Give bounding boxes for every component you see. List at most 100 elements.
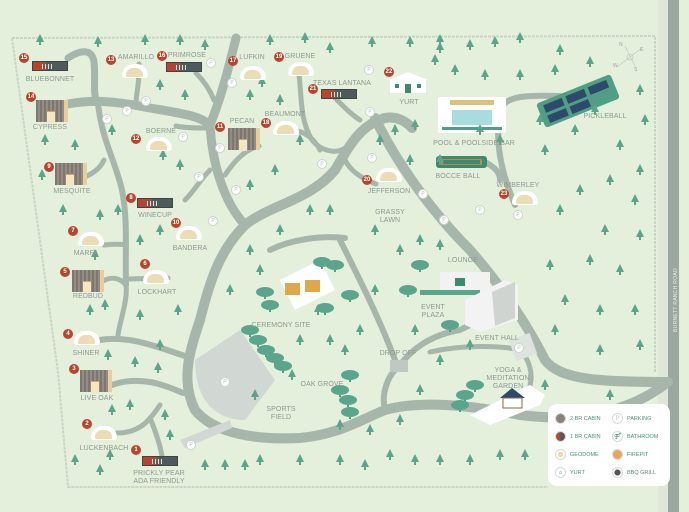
parking-icon[interactable]: P	[364, 65, 374, 75]
one-bedroom-cabin-icon[interactable]	[142, 456, 178, 466]
site-label[interactable]: BOERNE	[145, 128, 177, 135]
site-label[interactable]: BEAUMONT	[264, 111, 306, 118]
parking-icon[interactable]: P	[418, 189, 428, 199]
geodome-icon[interactable]	[288, 62, 314, 76]
parking-icon[interactable]: P	[194, 172, 204, 182]
geodome-icon[interactable]	[78, 232, 104, 246]
pine-tree	[386, 449, 394, 460]
site-label[interactable]: LUCKENBACH	[79, 445, 129, 452]
geodome-icon[interactable]	[143, 270, 169, 284]
two-bedroom-cabin-icon[interactable]	[72, 270, 104, 293]
ceremony-site-label[interactable]: CEREMONY SITE	[251, 322, 311, 329]
parking-icon[interactable]: P	[178, 132, 188, 142]
pine-tree	[104, 349, 112, 360]
one-bedroom-cabin-icon[interactable]	[137, 198, 173, 208]
drop-off-label[interactable]: DROP OFF	[379, 350, 417, 357]
event-hall-label[interactable]: EVENT HALL	[475, 335, 519, 342]
parking-icon[interactable]: P	[215, 143, 225, 153]
site-label[interactable]: GRUENE	[284, 53, 316, 60]
geodome-icon[interactable]	[146, 137, 172, 151]
legend-item: BBQ GRILL	[612, 467, 656, 478]
site-label[interactable]: WIMBERLEY	[496, 182, 540, 189]
parking-icon[interactable]: P	[141, 96, 151, 106]
lounge-label[interactable]: LOUNGE	[447, 257, 479, 264]
geodome-icon[interactable]	[176, 226, 202, 240]
pine-tree	[411, 454, 419, 465]
parking-icon[interactable]: P	[206, 58, 216, 68]
site-label[interactable]: SHINER	[72, 350, 100, 357]
site-badge: 2	[82, 419, 92, 429]
pine-tree	[436, 42, 444, 53]
one-bedroom-cabin-icon[interactable]	[321, 89, 357, 99]
pine-tree	[141, 34, 149, 45]
road	[64, 48, 102, 108]
legend-label: BBQ GRILL	[627, 469, 657, 476]
pine-tree	[176, 34, 184, 45]
oak-tree	[274, 361, 292, 373]
two-bedroom-cabin-icon[interactable]	[80, 370, 112, 393]
parking-icon[interactable]: P	[365, 107, 375, 117]
oak-grove-label[interactable]: OAK GROVE	[300, 381, 344, 388]
pine-tree	[221, 459, 229, 470]
parking-icon[interactable]: P	[514, 343, 524, 353]
pine-tree	[436, 34, 444, 45]
parking-icon[interactable]: P	[317, 159, 327, 169]
pine-tree	[256, 264, 264, 275]
site-label[interactable]: MESQUITE	[53, 188, 91, 195]
parking-icon[interactable]: P	[220, 377, 230, 387]
one-bedroom-cabin-icon[interactable]	[166, 62, 202, 72]
site-label[interactable]: BLUEBONNET	[25, 76, 75, 83]
site-label[interactable]: JEFFERSON	[367, 188, 411, 195]
pine-tree	[276, 224, 284, 235]
parking-icon[interactable]: P	[208, 216, 218, 226]
road	[332, 95, 363, 123]
property-fence	[11, 34, 656, 372]
geodome-icon[interactable]	[376, 168, 402, 182]
pickleball-label[interactable]: PICKLEBALL	[583, 113, 627, 120]
site-label[interactable]: PECAN	[229, 118, 255, 125]
bocce-label[interactable]: BOCCE BALL	[435, 173, 481, 180]
pine-tree	[416, 384, 424, 395]
geodome-icon[interactable]	[273, 121, 299, 135]
parking-icon[interactable]: P	[513, 210, 523, 220]
oak-tree	[341, 407, 359, 419]
geodome-icon[interactable]	[122, 64, 148, 78]
site-label[interactable]: LIVE OAK	[80, 395, 114, 402]
two-bedroom-cabin-icon[interactable]	[36, 100, 68, 123]
two-bedroom-cabin-icon[interactable]	[55, 163, 87, 186]
parking-icon[interactable]: P	[367, 153, 377, 163]
one-bedroom-cabin-icon[interactable]	[32, 61, 68, 71]
site-label[interactable]: LOCKHART	[137, 289, 177, 296]
pine-tree	[251, 389, 259, 400]
bocce-court	[436, 156, 487, 168]
site-label[interactable]: MARFA	[73, 250, 99, 257]
site-label[interactable]: PRIMROSE	[167, 52, 207, 59]
geodome-icon[interactable]	[74, 331, 100, 345]
site-label[interactable]: CYPRESS	[32, 124, 68, 131]
pine-tree	[491, 36, 499, 47]
geodome-icon[interactable]	[512, 191, 538, 205]
site-label[interactable]: BANDERA	[172, 245, 208, 252]
site-label[interactable]: YURT	[399, 99, 419, 106]
geodome-icon[interactable]	[91, 426, 117, 440]
parking-icon[interactable]: P	[122, 106, 132, 116]
parking-icon[interactable]: P	[186, 440, 196, 450]
parking-icon[interactable]: P	[439, 215, 449, 225]
site-label[interactable]: AMARILLO	[117, 54, 155, 61]
geodome-icon[interactable]	[240, 66, 266, 80]
parking-icon[interactable]: P	[102, 114, 112, 124]
site-label[interactable]: TEXAS LANTANA	[313, 80, 371, 87]
site-label[interactable]: REDBUD	[72, 293, 104, 300]
site-label[interactable]: WINECUP	[138, 212, 172, 219]
pine-tree	[71, 454, 79, 465]
pool-label[interactable]: POOL & POOLSIDE BAR	[433, 140, 515, 147]
two-bedroom-cabin-icon[interactable]	[228, 128, 260, 151]
parking-icon[interactable]: P	[227, 78, 237, 88]
site-label[interactable]: LUFKIN	[239, 54, 265, 61]
parking-icon[interactable]: P	[231, 185, 241, 195]
parking-icon[interactable]: P	[475, 205, 485, 215]
